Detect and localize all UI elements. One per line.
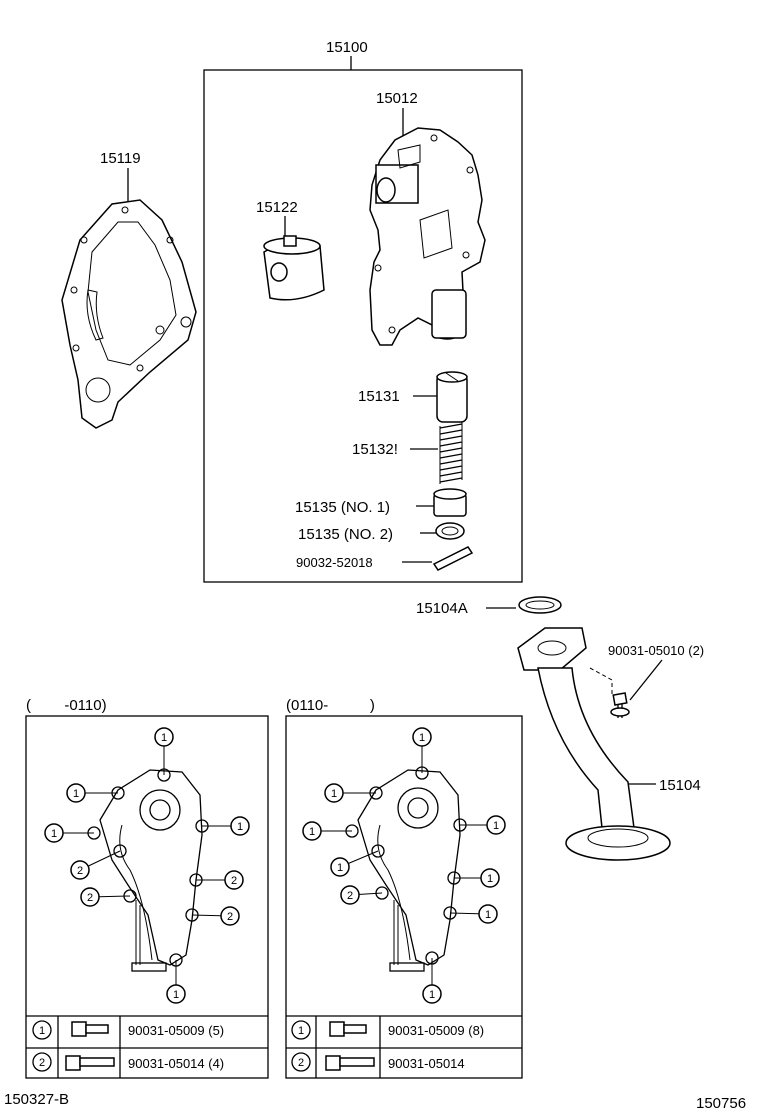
variant-right-callouts: 1 1 1 1 1 2 1 1 1 [302, 727, 506, 1004]
long-bolt-icon [65, 1055, 115, 1071]
left-callout-circle [224, 870, 244, 890]
right-callout-circle [478, 904, 498, 924]
label-retainer-no1: 15135 (NO. 1) [295, 499, 390, 516]
right-callout-number: 1 [419, 732, 425, 744]
right-callout-number: 1 [493, 820, 499, 832]
retainer-no2-part [435, 522, 465, 540]
variant-right-housing [357, 769, 461, 972]
short-bolt-icon [71, 1021, 109, 1037]
label-strainer: 15104 [659, 777, 701, 794]
left-callout-number: 1 [173, 989, 179, 1001]
left-callout-number: 2 [77, 865, 83, 877]
label-o-ring: 15104A [416, 600, 468, 617]
right-callout-circle [302, 821, 322, 841]
right-bolt-hole [371, 844, 385, 858]
label-spring: 15132! [352, 441, 398, 458]
label-valve: 15131 [358, 388, 400, 405]
leader-strainer-bolt [629, 659, 663, 701]
gasket-part [61, 199, 197, 429]
left-callout-circle [166, 984, 186, 1004]
label-retainer-no2: 15135 (NO. 2) [298, 526, 393, 543]
pin-part [432, 546, 474, 571]
variant-left-bolt-table: 1 2 90031-05009 (5) 90031-05014 (4) [26, 1015, 268, 1078]
strainer-bolt-part [610, 692, 630, 718]
spring-part [439, 422, 463, 484]
rotor-part [263, 235, 325, 301]
right-callout-number: 1 [337, 862, 343, 874]
label-rotor: 15122 [256, 199, 298, 216]
right-callout-circle [340, 885, 360, 905]
pump-body-part [369, 127, 486, 346]
variant-left-range: ( -0110) [26, 697, 107, 714]
label-gasket: 15119 [100, 150, 141, 167]
bolt-guide-dash [589, 667, 613, 694]
right-table-key-1: 1 [298, 1025, 304, 1037]
left-callout-number: 1 [51, 828, 57, 840]
variant-left-box [25, 715, 269, 1079]
footer-ref-left: 150327-B [4, 1091, 69, 1108]
right-callout-circle [486, 815, 506, 835]
variant-right-range: (0110- ) [286, 697, 375, 714]
left-callout-number: 1 [161, 732, 167, 744]
strainer-part [517, 627, 671, 861]
left-callout-circle [66, 783, 86, 803]
label-pin: 90032-52018 [296, 555, 373, 570]
left-callout-circle [70, 860, 90, 880]
retainer-no1-part [433, 488, 467, 517]
left-callout-circle [44, 823, 64, 843]
left-callout-number: 2 [231, 875, 237, 887]
label-pump-body: 15012 [376, 90, 418, 107]
variant-right-box [285, 715, 523, 1079]
long-bolt-icon [325, 1055, 375, 1071]
right-callout-circle [422, 984, 442, 1004]
right-callout-number: 1 [429, 989, 435, 1001]
left-table-part-1: 90031-05009 (5) [128, 1023, 224, 1038]
left-callout-circle [154, 727, 174, 747]
left-table-key-2: 2 [39, 1057, 45, 1069]
left-callout-number: 1 [237, 821, 243, 833]
right-callout-number: 1 [331, 788, 337, 800]
label-strainer-bolt: 90031-05010 (2) [608, 643, 704, 658]
pump-assy-box [203, 69, 523, 583]
left-table-key-1: 1 [39, 1025, 45, 1037]
right-table-key-2: 2 [298, 1057, 304, 1069]
right-callout-circle [412, 727, 432, 747]
left-callout-circle [220, 906, 240, 926]
variant-left-callouts: 1 1 1 1 2 2 2 2 1 [44, 727, 250, 1004]
label-pump-assy: 15100 [326, 39, 368, 56]
right-callout-circle [324, 783, 344, 803]
right-callout-number: 1 [485, 909, 491, 921]
right-callout-number: 1 [487, 873, 493, 885]
left-callout-circle [230, 816, 250, 836]
right-callout-number: 1 [309, 826, 315, 838]
left-callout-circle [80, 887, 100, 907]
variant-right-bolt-table: 1 2 90031-05009 (8) 90031-05014 [286, 1015, 522, 1078]
right-callout-circle [480, 868, 500, 888]
footer-ref-right: 150756 [696, 1095, 746, 1112]
valve-part [436, 371, 468, 423]
left-callout-number: 2 [227, 911, 233, 923]
short-bolt-icon [329, 1021, 367, 1037]
right-callout-circle [330, 857, 350, 877]
right-table-part-1: 90031-05009 (8) [388, 1023, 484, 1038]
right-table-part-2: 90031-05014 [388, 1056, 465, 1071]
variant-left-housing [99, 769, 203, 972]
left-bolt-hole [113, 844, 127, 858]
left-callout-number: 2 [87, 892, 93, 904]
left-callout-number: 1 [73, 788, 79, 800]
left-table-part-2: 90031-05014 (4) [128, 1056, 224, 1071]
o-ring-part [518, 596, 562, 614]
right-callout-number: 2 [347, 890, 353, 902]
